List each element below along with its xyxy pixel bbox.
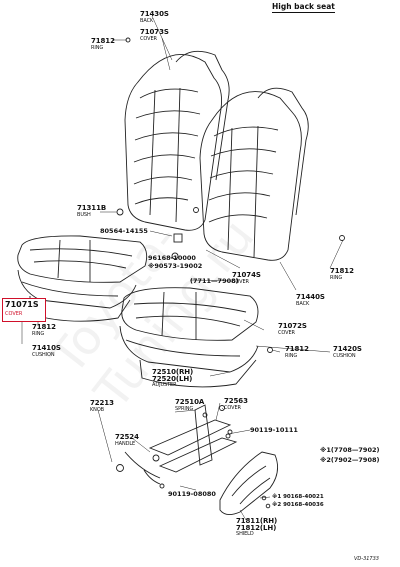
diagram-title: High back seat (272, 2, 335, 13)
date-range-7711-7908: (7711—7908) (190, 277, 239, 285)
left-seat-back (124, 50, 230, 231)
seat-shield (219, 451, 279, 515)
part-90168-40021: ※1 90168-40021 (272, 494, 324, 500)
leader-lines (21, 15, 344, 521)
part-90119-10111: 90119-10111 (250, 426, 298, 434)
date-range-7708-7902: ※1(7708—7902) (320, 446, 380, 454)
diagram-code: VD-31733 (354, 556, 379, 562)
date-range-7902-7908: ※2(7902—7908) (320, 456, 380, 464)
right-seat-back (199, 87, 309, 261)
part-90573-19002: ※90573-19002 (148, 262, 203, 270)
part-80564-14155: 80564-14155 (100, 227, 148, 235)
label-shield-71811: 71811(RH)71812(LH)SHIELD (236, 517, 278, 537)
part-90119-08080: 90119-08080 (168, 490, 216, 498)
right-seat-cushion (119, 287, 259, 388)
label-adjuster-72510: 72510(RH)72520(LH)ADJUSTER (152, 368, 194, 388)
part-90168-40036: ※2 90168-40036 (272, 502, 324, 508)
part-96168-10000: 96168-10000 (148, 254, 196, 262)
seat-adjuster (124, 404, 238, 489)
